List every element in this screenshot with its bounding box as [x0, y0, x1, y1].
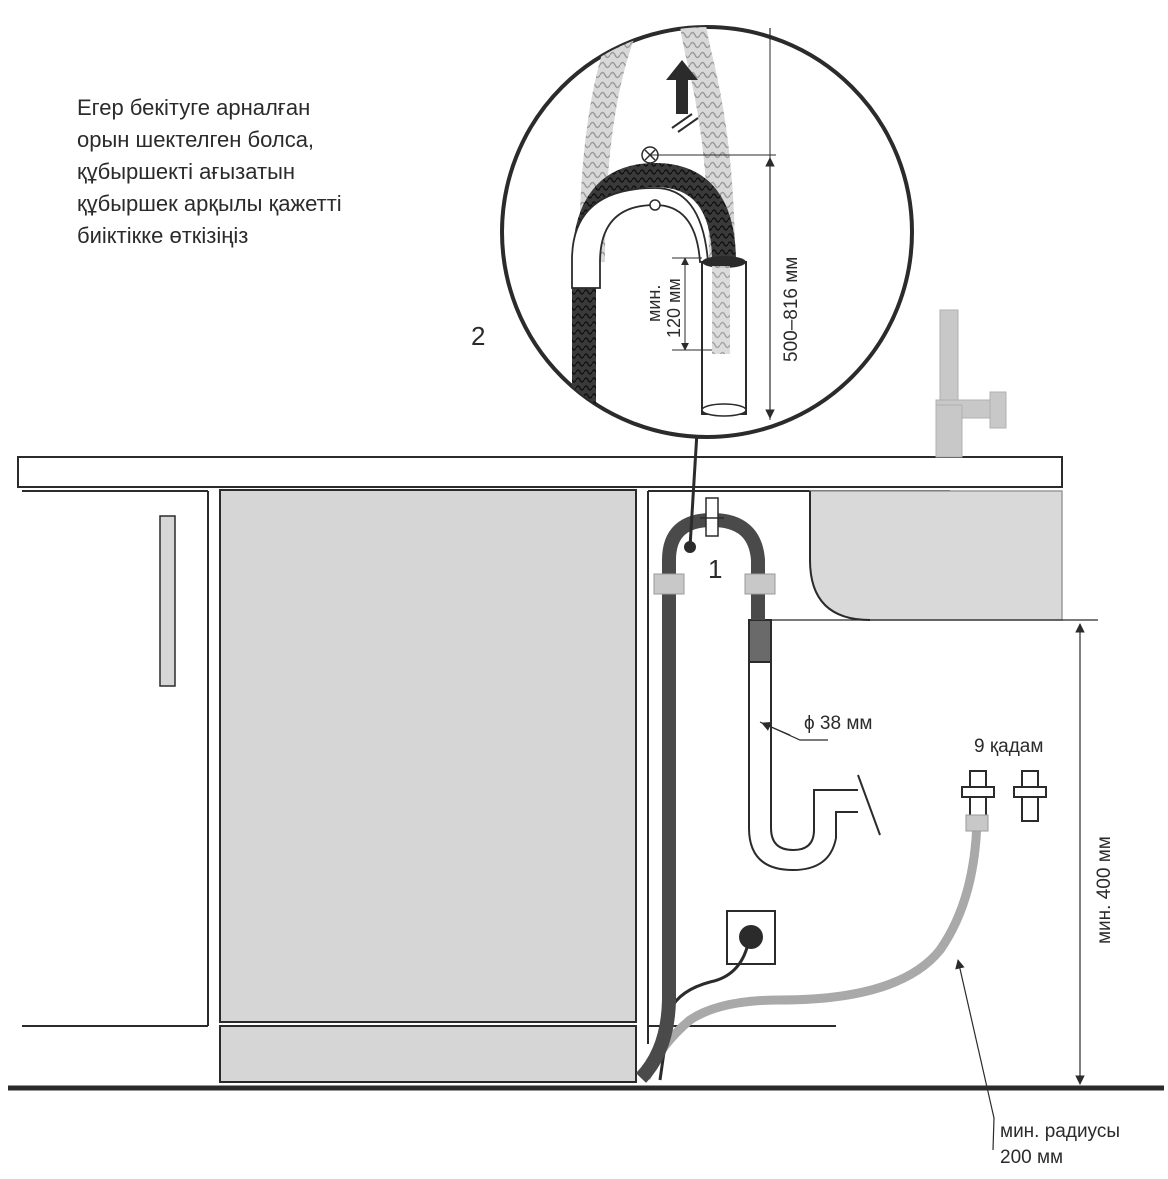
power-outlet	[726, 910, 776, 965]
inlet-thread-label: 9 қадам	[974, 736, 1043, 757]
detail-leader-line	[688, 431, 699, 548]
note-line: құбыршекті ағызатын	[77, 159, 296, 184]
note-line: орын шектелген болса,	[77, 127, 315, 152]
bend-radius-label-line2: 200 мм	[1000, 1147, 1063, 1168]
min-inner-label-line2: 120 мм	[664, 278, 684, 338]
dishwasher-plinth	[219, 1025, 637, 1083]
bend-radius-label-line1: мин. радиусы	[1000, 1121, 1120, 1142]
inlet-hose	[641, 819, 982, 1080]
note-line: биіктікке өткізіңіз	[77, 223, 249, 248]
countertop	[17, 456, 1063, 488]
hose-clip-right	[744, 573, 776, 595]
faucet	[935, 309, 1007, 458]
min-height-dimension	[770, 619, 1098, 1085]
height-range-label: 500–816 мм	[781, 257, 802, 362]
min-inner-label-line1: мин.	[644, 285, 664, 322]
drain-hose	[635, 512, 765, 1083]
sink-trap	[748, 619, 881, 872]
note-line: Егер бекітуге арналған	[77, 95, 311, 120]
note-line: құбыршек арқылы қажетті	[77, 191, 342, 216]
installation-note: Егер бекітуге арналған орын шектелген бо…	[77, 92, 425, 252]
bend-radius-leader	[955, 959, 995, 1151]
hook-callout-number: 1	[708, 554, 722, 584]
dishwasher-door	[219, 489, 637, 1023]
pipe-diameter-arrow	[761, 721, 791, 736]
inlet-hose-coupler	[965, 814, 989, 832]
hose-clip-left	[653, 573, 685, 595]
cabinet-handle	[159, 515, 176, 687]
detail-callout-number: 2	[471, 321, 485, 351]
pipe-diameter-label: ϕ 38 мм	[804, 713, 872, 734]
sink-inner-edge	[809, 491, 871, 621]
detail-contents	[571, 27, 776, 420]
detail-anchor-dot	[684, 541, 696, 553]
inlet-valve	[961, 770, 1047, 822]
min-height-label: мин. 400 мм	[1094, 836, 1115, 944]
hook-bracket	[700, 497, 724, 537]
sink-basin	[809, 490, 1063, 621]
